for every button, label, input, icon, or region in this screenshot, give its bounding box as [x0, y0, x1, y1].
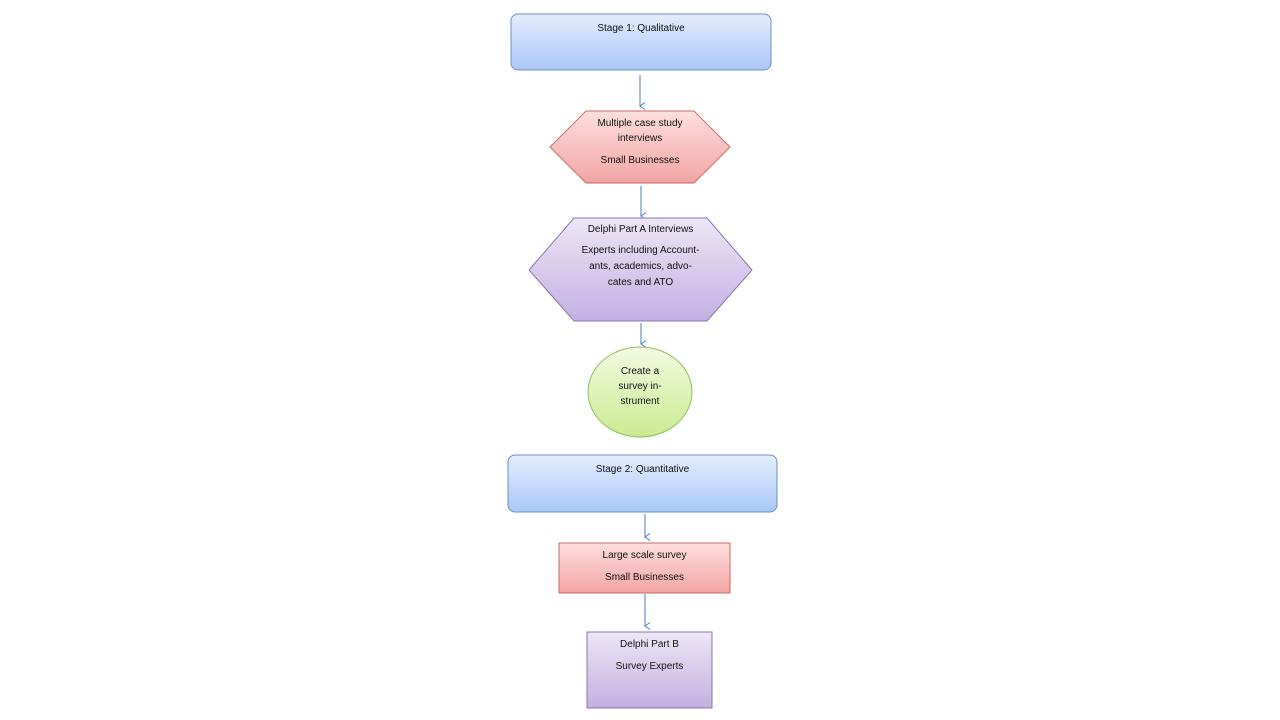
stage1-box: [510, 13, 772, 71]
case-study-line2: interviews: [617, 133, 663, 144]
delphi-a-hexagon: [528, 217, 753, 322]
case-study-hexagon: [549, 110, 731, 184]
delphi-a-label: Delphi Part A Interviews Experts includi…: [529, 222, 752, 290]
case-study-label: Multiple case study interviews Small Bus…: [550, 116, 730, 168]
stage1-label: Stage 1: Qualitative: [511, 21, 771, 36]
survey-instrument-label: Create a survey in- strument: [588, 364, 692, 409]
delphi-a-line3: cates and ATO: [607, 277, 674, 288]
survey-instrument-line1: Create a: [620, 366, 660, 377]
delphi-a-line2: ants, academics, advo-: [589, 261, 692, 272]
stage2-title: Stage 2: Quantitative: [595, 464, 690, 475]
large-survey-line2: Small Businesses: [605, 572, 684, 583]
large-survey-label: Large scale survey Small Businesses: [559, 548, 730, 585]
delphi-b-label: Delphi Part B Survey Experts: [587, 637, 712, 674]
survey-instrument-line3: strument: [620, 396, 660, 407]
delphi-a-title: Delphi Part A Interviews: [587, 224, 694, 235]
delphi-b-box: [586, 631, 713, 709]
case-study-line3: Small Businesses: [600, 155, 680, 166]
delphi-b-line1: Delphi Part B: [620, 639, 679, 650]
stage2-box: [507, 454, 778, 513]
stage1-title: Stage 1: Qualitative: [597, 23, 685, 34]
survey-instrument-line2: survey in-: [618, 381, 662, 392]
large-survey-line1: Large scale survey: [602, 550, 687, 561]
stage2-label: Stage 2: Quantitative: [508, 462, 777, 477]
delphi-a-line1: Experts including Account-: [581, 245, 700, 256]
delphi-b-line2: Survey Experts: [615, 661, 684, 672]
large-survey-box: [558, 542, 731, 594]
survey-instrument-ellipse: [587, 346, 693, 438]
case-study-line1: Multiple case study: [597, 118, 683, 129]
